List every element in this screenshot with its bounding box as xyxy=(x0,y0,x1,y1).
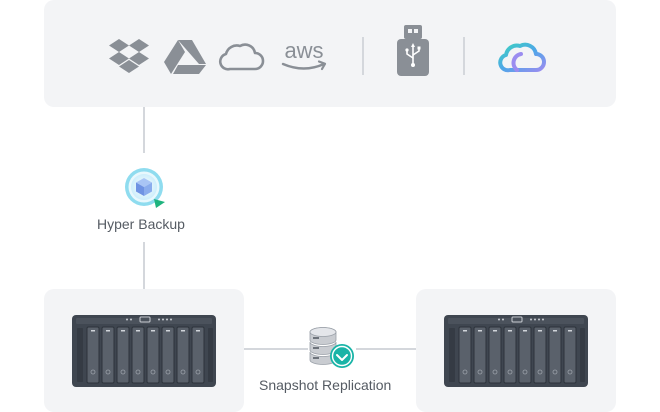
connector-line xyxy=(143,107,145,153)
nas-device-icon xyxy=(444,315,588,387)
aws-icon: aws xyxy=(281,38,327,71)
synology-c2-icon xyxy=(498,42,546,73)
nas-device-icon xyxy=(72,315,216,387)
snapshot-replication-icon xyxy=(309,327,354,368)
connector-line xyxy=(244,348,308,350)
google-drive-icon xyxy=(164,40,206,74)
hyper-backup-label: Hyper Backup xyxy=(97,216,185,232)
cloud-icon xyxy=(218,43,265,71)
hyper-backup-icon xyxy=(125,168,165,208)
snapshot-replication-label: Snapshot Replication xyxy=(259,377,392,393)
destination-divider xyxy=(463,37,465,75)
usb-drive-icon xyxy=(397,25,429,76)
aws-wordmark: aws xyxy=(284,38,323,63)
destination-divider xyxy=(362,37,364,75)
connector-line xyxy=(143,242,145,289)
dropbox-icon xyxy=(109,39,149,73)
connector-line xyxy=(356,348,416,350)
